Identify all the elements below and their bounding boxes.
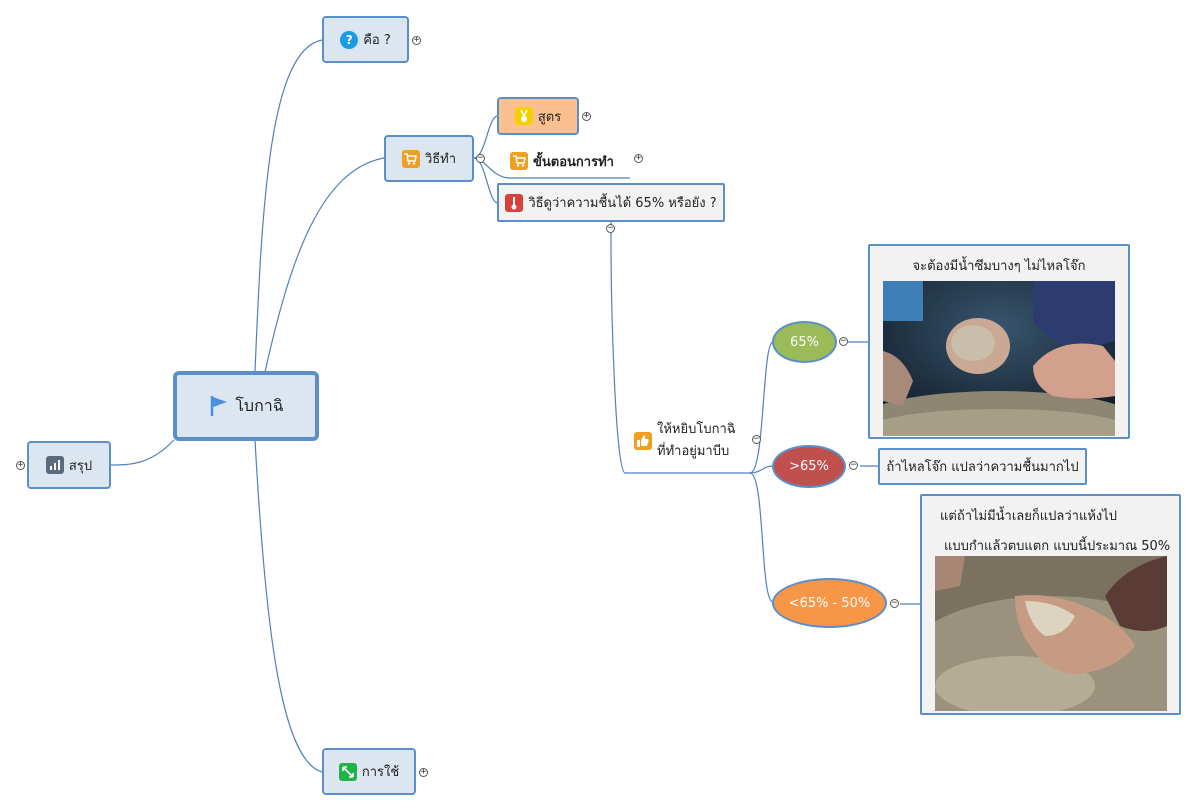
level-under-65-label: <65% - 50% [788,595,871,611]
humidity-check-label: วิธีดูว่าความชื้นได้ 65% หรือยัง ? [528,196,717,211]
squeeze-line-1: ให้หยิบโบกาฉิ [657,422,736,437]
what-label: คือ ? [363,33,391,48]
level-over-65-label: >65% [789,459,829,474]
humidity-check-collapse-toggle[interactable]: − [606,223,615,233]
resize-icon [338,762,357,781]
humidity-check-node[interactable]: วิธีดูว่าความชื้นได้ 65% หรือยัง ? [497,183,725,222]
steps-label: ขั้นตอนการทำ [533,154,614,170]
note-under-65-line-1: แต่ถ้าไม่มีน้ำเลยก็แปลว่าแห้งไป [940,509,1118,524]
what-node[interactable]: ? คือ ? [322,16,409,63]
squeeze-node[interactable]: ให้หยิบโบกาฉิ ที่ทำอยู่มาบีบ [634,416,736,466]
note-under-65-line-2: แบบกำแล้วตบแตก แบบนี้ประมาณ 50% [944,539,1171,554]
flag-icon [208,395,230,417]
summary-expand-toggle[interactable]: + [16,460,25,470]
open-hand-photo [935,556,1167,711]
level-under-65-collapse-toggle[interactable]: − [890,598,899,608]
method-node[interactable]: วิธีทำ [384,135,474,182]
note-65-card: จะต้องมีน้ำซึมบางๆ ไม่ไหลโจ๊ก [868,244,1130,439]
note-under-65-card: แต่ถ้าไม่มีน้ำเลยก็แปลว่าแห้งไป แบบกำแล้… [920,494,1181,715]
method-label: วิธีทำ [424,152,457,167]
summary-label: สรุป [68,458,93,474]
hands-squeeze-photo [883,281,1115,436]
method-collapse-toggle[interactable]: − [476,153,485,163]
level-65-label: 65% [790,334,819,350]
usage-label: การใช้ [361,765,400,780]
level-under-65-node[interactable]: <65% - 50% [772,578,887,628]
level-65-node[interactable]: 65% [772,321,837,363]
recipe-expand-toggle[interactable]: + [582,111,591,121]
question-icon: ? [340,30,359,49]
recipe-label: สูตร [537,109,562,125]
squeeze-line-2: ที่ทำอยู่มาบีบ [657,444,730,459]
medal-icon [514,107,533,125]
note-65-text: จะต้องมีน้ำซึมบางๆ ไม่ไหลโจ๊ก [912,259,1086,274]
note-over-65-card: ถ้าไหลโจ๊ก แปลว่าความชื้นมากไป [878,448,1087,485]
cart-icon [510,152,528,170]
level-over-65-collapse-toggle[interactable]: − [849,460,858,470]
usage-expand-toggle[interactable]: + [419,767,428,777]
steps-expand-toggle[interactable]: + [634,153,643,163]
root-label: โบกาฉิ [235,395,284,415]
root-node[interactable]: โบกาฉิ [173,371,319,441]
note-over-65-text: ถ้าไหลโจ๊ก แปลว่าความชื้นมากไป [886,460,1079,475]
squeeze-collapse-toggle[interactable]: − [752,434,761,444]
bar-chart-icon [45,456,64,474]
level-over-65-node[interactable]: >65% [772,445,846,488]
level-65-collapse-toggle[interactable]: − [839,336,848,346]
recipe-node[interactable]: สูตร [497,97,579,135]
summary-node[interactable]: สรุป [27,441,111,489]
usage-node[interactable]: การใช้ [322,748,416,795]
thermometer-icon [505,193,524,212]
what-expand-toggle[interactable]: + [412,35,421,45]
cart-icon [401,149,420,168]
thumbs-up-icon [634,432,652,450]
steps-node[interactable]: ขั้นตอนการทำ [510,146,614,176]
